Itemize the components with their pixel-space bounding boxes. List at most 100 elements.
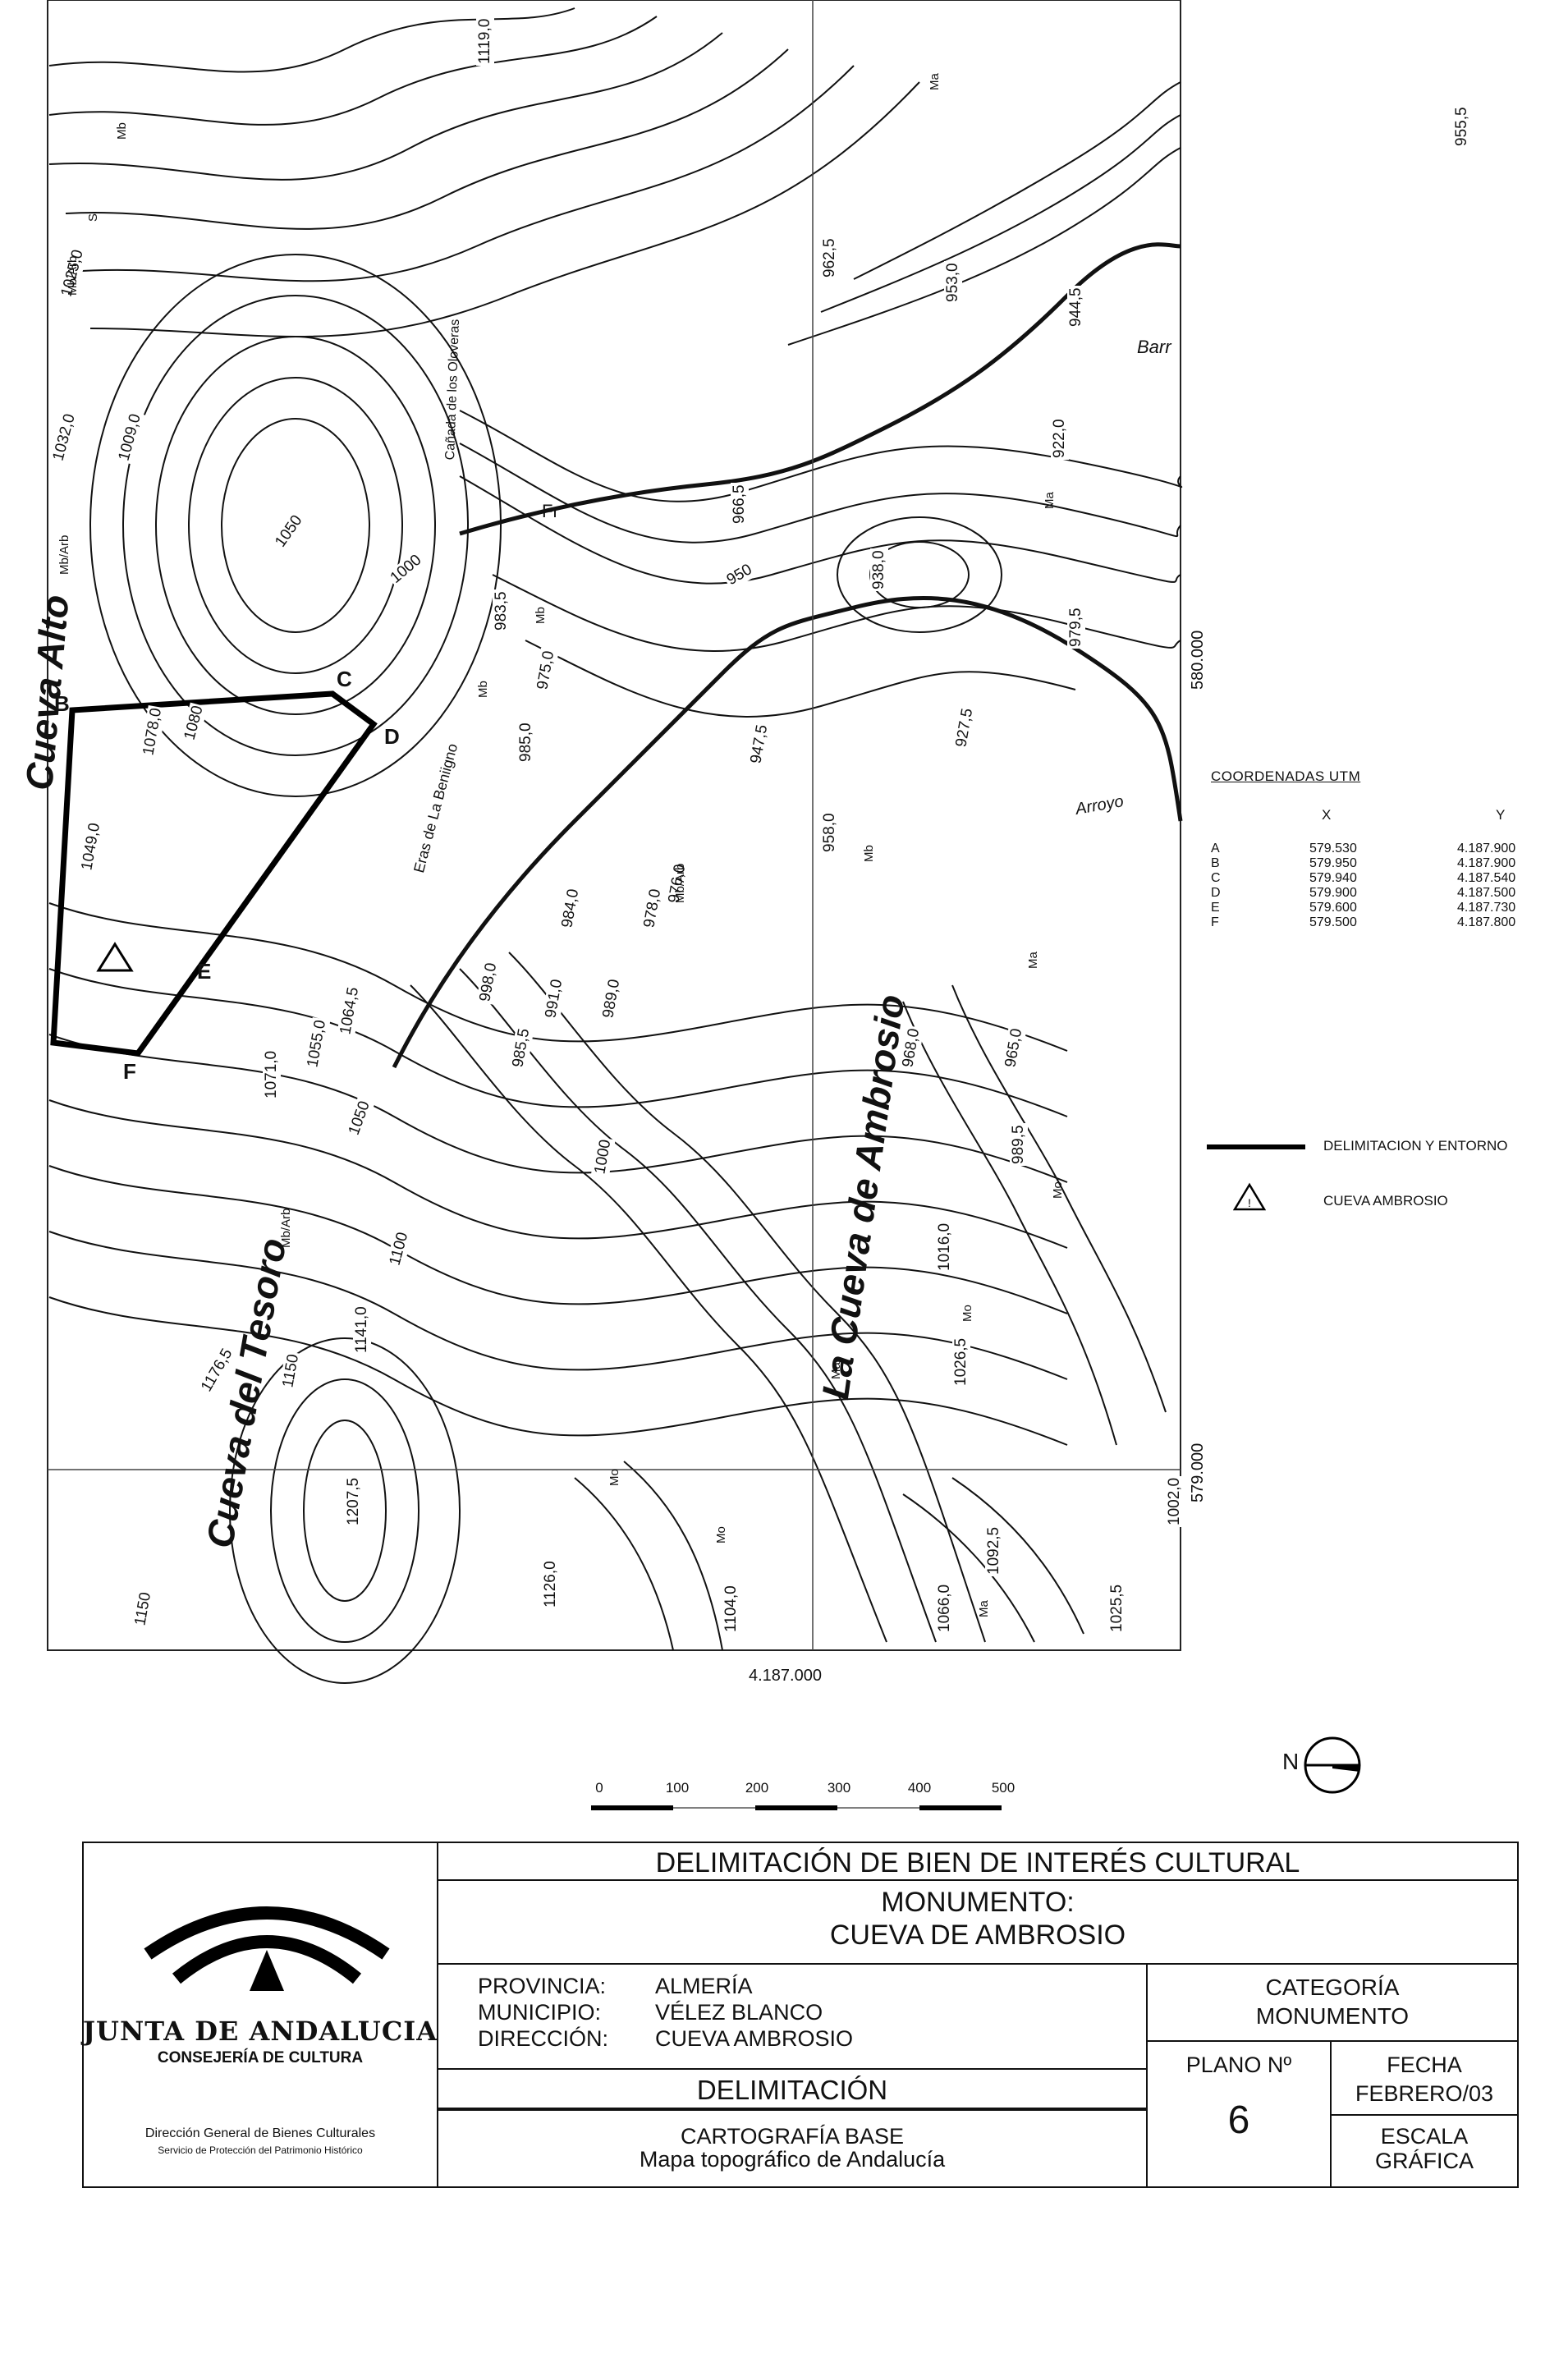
elevation-label: 1071,0 [263,1048,281,1100]
coords-title: COORDENADAS UTM [1211,768,1361,784]
provincia-label: PROVINCIA: [478,1974,607,1998]
north-label: N [1282,1749,1300,1774]
land-use-label: Ma [977,1600,991,1617]
elevation-label: 966,5 [731,483,749,525]
land-use-label: Ma [1026,952,1040,969]
coord-id: B [1211,856,1220,870]
municipio-label: MUNICIPIO: [478,2000,602,2025]
scale-tick-300: 300 [827,1780,851,1796]
coord-x: 579.600 [1309,901,1357,915]
coord-x: 579.530 [1309,842,1357,855]
land-use-label: Mb [115,122,129,140]
direccion-value: CUEVA AMBROSIO [655,2026,854,2051]
land-use-label: Mb/Arb [279,1208,293,1248]
elevation-label: 1002,0 [1166,1475,1184,1527]
coord-row: A 579.530 4.187.900 [1211,842,1539,858]
coord-x: 579.900 [1309,886,1357,900]
legend-line-label: DELIMITACION Y ENTORNO [1323,1138,1508,1154]
land-use-label: Mb [476,681,490,698]
coords-col-x: X [1322,807,1332,823]
carto-value: Mapa topográfico de Andalucía [639,2147,946,2172]
org-dept: CONSEJERÍA DE CULTURA [157,2049,364,2066]
escala-label: ESCALA [1380,2124,1469,2149]
elevation-label: 1119,0 [476,16,494,66]
land-use-label: Mb [534,607,548,624]
land-use-label: Mo [961,1305,974,1322]
map-place-barr: Barr [1137,337,1171,357]
scale-tick-0: 0 [595,1780,603,1796]
elevation-label: 1126,0 [542,1559,560,1609]
map-place-fr: Fr [542,501,559,521]
legend-triangle-label: CUEVA AMBROSIO [1323,1193,1448,1209]
coord-y: 4.187.900 [1457,842,1516,855]
coord-id: A [1211,842,1220,855]
land-use-label: Ma [829,1362,843,1379]
elevation-label: 938,0 [870,548,888,591]
coord-y: 4.187.540 [1457,871,1516,885]
land-use-label: Mb/Arb [673,863,687,903]
elevation-label: 1026,5 [952,1336,970,1388]
grid-x-bottom: 579.000 [1189,1443,1207,1502]
fecha-label: FECHA [1387,2053,1462,2077]
roads [392,242,1183,1069]
categoria-label: CATEGORÍA [1265,1975,1400,2000]
land-use-label: Ma [928,73,942,90]
coord-x: 579.940 [1309,871,1357,885]
coord-id: E [1211,901,1220,915]
municipio-value: VÉLEZ BLANCO [655,2000,823,2025]
org-sub2: Servicio de Protección del Patrimonio Hi… [158,2144,363,2156]
coord-id: F [1211,915,1219,929]
elevation-label: 1092,5 [985,1525,1003,1576]
elevation-label: 953,0 [944,261,962,304]
scale-tick-200: 200 [745,1780,769,1796]
elevation-label: 983,5 [493,589,511,632]
fecha-value: FEBRERO/03 [1355,2081,1494,2106]
land-use-label: Mb/Arb [57,534,71,575]
coord-x: 579.950 [1309,856,1357,870]
land-use-label: Mb [862,845,876,862]
categoria-value: MONUMENTO [1255,2003,1410,2029]
coord-x: 579.500 [1309,915,1357,929]
escala-cell [1330,2114,1519,2188]
elevation-label: 1207,5 [345,1475,363,1527]
header-title: DELIMITACIÓN DE BIEN DE INTERÉS CULTURAL [655,1847,1300,1878]
carto-label: CARTOGRAFÍA BASE [680,2124,905,2149]
elevation-label: 944,5 [1067,286,1085,328]
elevation-label: 962,5 [821,236,839,279]
land-use-label: Mo [714,1526,728,1543]
vertex-label-b: B [54,691,70,716]
scale-bar [591,1805,1002,1810]
contour-lines [48,7,1183,1684]
elevation-label: 1141,0 [353,1305,371,1355]
scale-tick-100: 100 [665,1780,690,1796]
map-frame [47,0,1181,1651]
land-use-label: Mb/Arb [66,255,80,296]
vertex-label-c: C [337,667,352,691]
elevation-label: 1016,0 [936,1221,954,1273]
coord-y: 4.187.900 [1457,856,1516,870]
north-arrow-icon [1304,1736,1361,1794]
coord-row: B 579.950 4.187.900 [1211,856,1539,873]
coord-y: 4.187.800 [1457,915,1516,929]
grid-x-top: 580.000 [1189,630,1207,690]
grid-y-bottom: 4.187.000 [749,1667,822,1685]
direccion-label: DIRECCIÓN: [478,2026,609,2051]
elevation-label: 1066,0 [936,1582,954,1634]
elevation-label: 922,0 [1051,417,1069,460]
provincia-value: ALMERÍA [655,1974,753,1998]
coord-id: D [1211,886,1221,900]
org-sub1: Dirección General de Bienes Culturales [144,2126,376,2140]
legend-triangle-icon: ! [1233,1182,1266,1211]
elevation-label: 1025,5 [1108,1582,1126,1634]
plano-value: 6 [1227,2098,1250,2142]
scale-tick-500: 500 [991,1780,1016,1796]
plano-label: PLANO Nº [1185,2053,1292,2077]
land-use-label: S [86,213,100,222]
land-use-label: Mo [1051,1181,1065,1199]
vertex-label-d: D [384,724,400,749]
elevation-label: 955,5 [1453,105,1471,148]
